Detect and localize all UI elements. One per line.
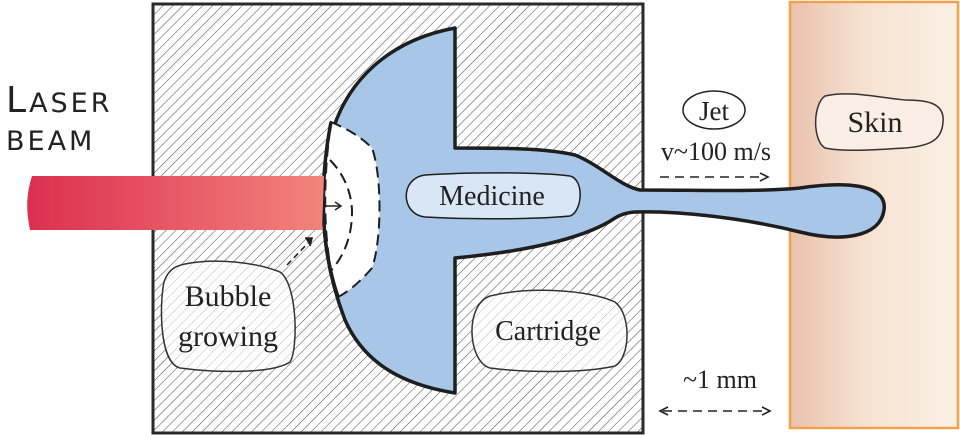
cartridge-label: Cartridge [495, 316, 601, 347]
skin-label-blob [814, 93, 944, 152]
bubble-inner-front [329, 159, 354, 273]
laser-beam-label-line2: BEAM [6, 126, 95, 157]
distance-label: ~1 mm [683, 365, 757, 394]
medicine-label: Medicine [439, 181, 545, 212]
skin-label: Skin [847, 106, 902, 139]
laser-arrow [326, 201, 343, 211]
bubble-pointer-arrow [286, 237, 314, 266]
jet-direction-arrow [660, 172, 770, 182]
bubble-label-blob [160, 260, 296, 373]
jet-label: Jet [699, 96, 729, 126]
laser-beam [27, 176, 324, 230]
bubble-label-line1: Bubble [185, 280, 272, 313]
velocity-label: v~100 m/s [661, 137, 771, 166]
jet-label-blob [682, 90, 746, 130]
cartridge-label-blob [471, 289, 628, 373]
laser-beam-label-line1: LASER [6, 80, 113, 121]
medicine-label-bubble [405, 172, 581, 220]
bubble-label-line2: growing [178, 320, 278, 353]
distance-arrow [658, 406, 772, 416]
